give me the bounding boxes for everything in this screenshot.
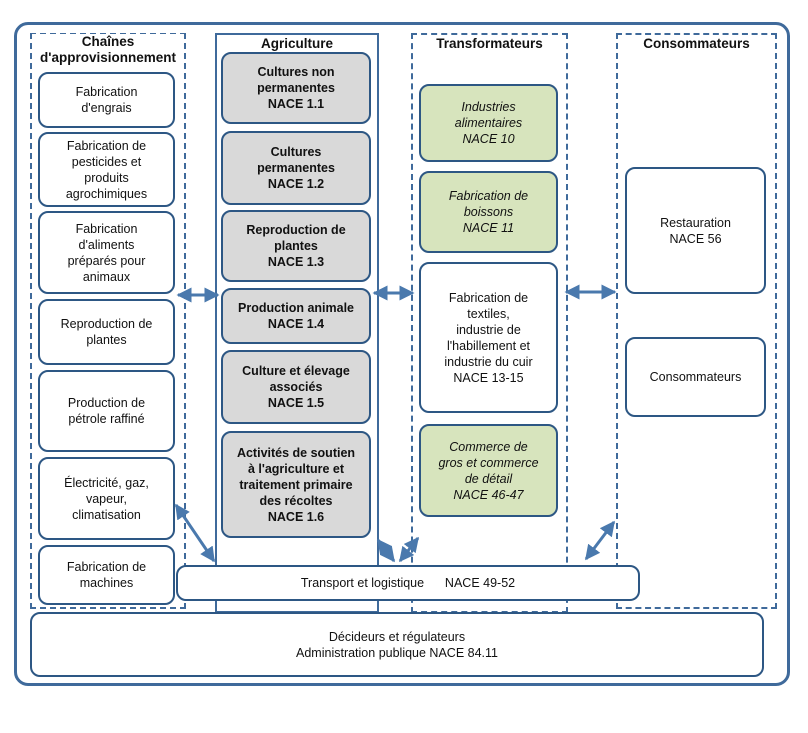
- column-consumers: Consommateurs: [616, 33, 777, 609]
- column-supply: Chaînes d'approvisionnement: [30, 33, 186, 609]
- column-title-agriculture: Agriculture: [217, 36, 377, 52]
- consumer-box: Restauration NACE 56: [625, 167, 766, 294]
- agri-box: Cultures non permanentes NACE 1.1: [221, 52, 371, 124]
- agri-box: Production animale NACE 1.4: [221, 288, 371, 344]
- supply-box: Fabrication de pesticides et produits ag…: [38, 132, 175, 207]
- consumer-box: Consommateurs: [625, 337, 766, 417]
- processor-box: Fabrication de textiles, industrie de l'…: [419, 262, 558, 413]
- column-title-supply: Chaînes d'approvisionnement: [32, 34, 184, 66]
- supply-box: Reproduction de plantes: [38, 299, 175, 365]
- transport-logistics-box: Transport et logistique NACE 49-52: [176, 565, 640, 601]
- supply-box: Fabrication d'aliments préparés pour ani…: [38, 211, 175, 294]
- arrow-agri-transport: [376, 538, 396, 563]
- supply-box: Fabrication de machines: [38, 545, 175, 605]
- processor-box: Commerce de gros et commerce de détail N…: [419, 424, 558, 517]
- processor-box: Fabrication de boissons NACE 11: [419, 171, 558, 253]
- column-title-processors: Transformateurs: [413, 36, 566, 52]
- column-title-consumers: Consommateurs: [618, 36, 775, 52]
- agri-box: Activités de soutien à l'agriculture et …: [221, 431, 371, 538]
- agri-box: Reproduction de plantes NACE 1.3: [221, 210, 371, 282]
- supply-box: Électricité, gaz, vapeur, climatisation: [38, 457, 175, 540]
- processor-box: Industries alimentaires NACE 10: [419, 84, 558, 162]
- agri-box: Cultures permanentes NACE 1.2: [221, 131, 371, 205]
- supply-box: Fabrication d'engrais: [38, 72, 175, 128]
- supply-box: Production de pétrole raffiné: [38, 370, 175, 452]
- arrow-processors-transport: [398, 536, 420, 563]
- arrow-consumers-transport: [584, 520, 616, 561]
- arrow-energy-transport: [174, 503, 216, 563]
- regulators-box: Décideurs et régulateurs Administration …: [30, 612, 764, 677]
- outer-frame: [14, 22, 790, 686]
- agri-box: Culture et élevage associés NACE 1.5: [221, 350, 371, 424]
